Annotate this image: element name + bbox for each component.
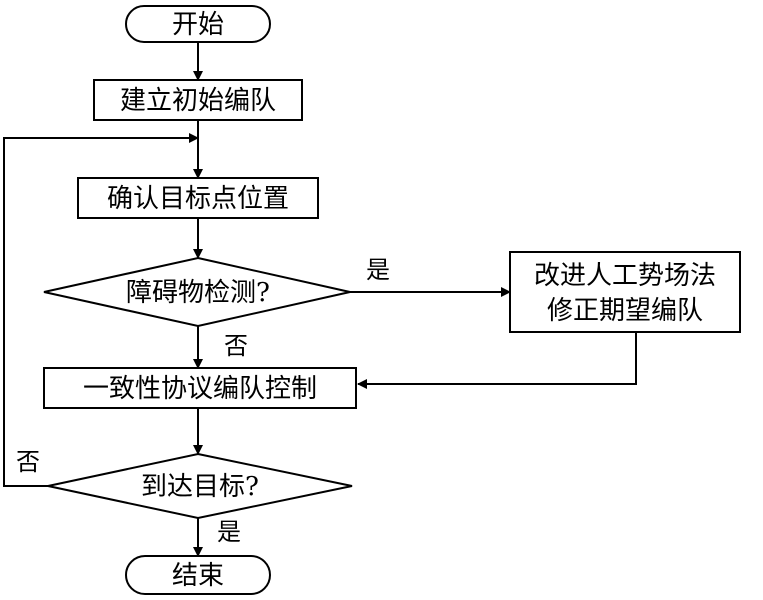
improved-apf-node: 改进人工势场法 修正期望编队 (509, 251, 741, 333)
confirm-target-node: 确认目标点位置 (77, 177, 319, 219)
consensus-control-label: 一致性协议编队控制 (83, 374, 317, 404)
obstacle-check-node: 障碍物检测? (43, 256, 351, 328)
start-label: 开始 (172, 10, 224, 40)
obstacle-yes-label: 是 (366, 256, 390, 284)
init-formation-node: 建立初始编队 (93, 79, 303, 121)
reach-target-no-label: 否 (16, 448, 40, 476)
end-label: 结束 (172, 561, 224, 591)
obstacle-check-label: 障碍物检测? (126, 278, 270, 308)
reach-target-yes-label: 是 (217, 518, 241, 546)
end-node: 结束 (125, 555, 271, 595)
obstacle-no-label: 否 (224, 332, 248, 360)
arrow-reach-no-loop (3, 133, 199, 487)
reach-target-node: 到达目标? (47, 452, 353, 520)
start-node: 开始 (125, 5, 271, 43)
init-formation-label: 建立初始编队 (120, 86, 276, 116)
improved-apf-label-line2: 修正期望编队 (547, 296, 703, 326)
confirm-target-label: 确认目标点位置 (107, 184, 289, 214)
consensus-control-node: 一致性协议编队控制 (43, 367, 357, 409)
arrow-apf-to-consensus (357, 332, 637, 389)
reach-target-label: 到达目标? (141, 472, 259, 502)
improved-apf-label-line1: 改进人工势场法 (534, 261, 716, 291)
